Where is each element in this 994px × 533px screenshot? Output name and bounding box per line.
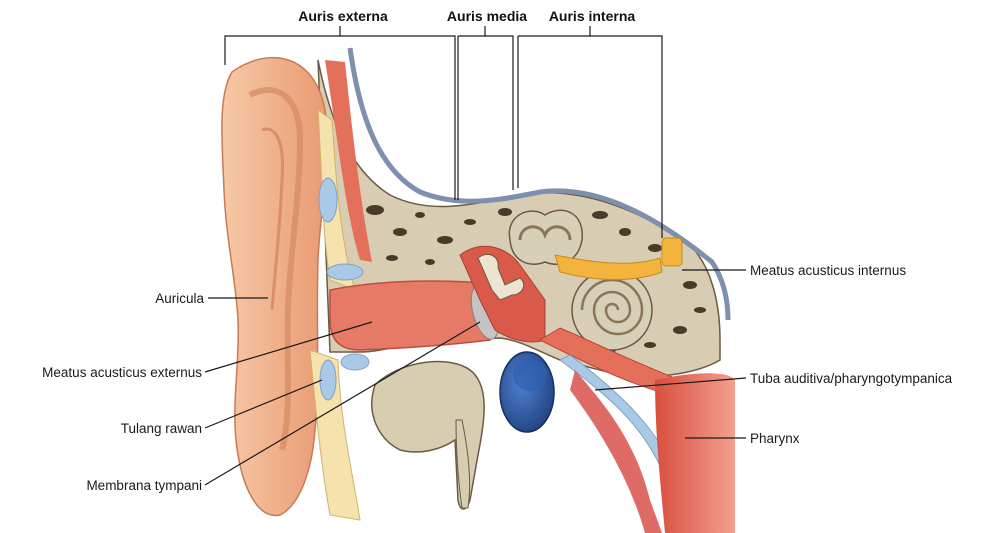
jugular-vein-lumen xyxy=(513,359,547,391)
label-auricula: Auricula xyxy=(155,291,204,306)
bracket-media xyxy=(458,26,513,200)
label-membrana-tympani: Membrana tympani xyxy=(86,478,202,493)
internal-meatus-knob xyxy=(662,238,682,266)
header-auris-interna: Auris interna xyxy=(549,8,636,24)
header-auris-media: Auris media xyxy=(447,8,527,24)
label-pharynx: Pharynx xyxy=(750,431,800,446)
header-auris-externa: Auris externa xyxy=(298,8,388,24)
label-meatus-acusticus-externus: Meatus acusticus externus xyxy=(42,365,202,380)
label-tuba-auditiva: Tuba auditiva/pharyngotympanica xyxy=(750,371,953,386)
external-canal xyxy=(330,281,495,350)
pharynx-wall xyxy=(655,373,735,533)
cartilage-island-4 xyxy=(341,354,369,370)
cartilage-island-2 xyxy=(327,264,363,280)
label-tulang-rawan: Tulang rawan xyxy=(121,421,202,436)
cartilage-island-3 xyxy=(320,360,336,400)
cartilage-island-1 xyxy=(319,178,337,222)
label-meatus-acusticus-internus: Meatus acusticus internus xyxy=(750,263,906,278)
anatomy-illustration xyxy=(222,48,735,533)
